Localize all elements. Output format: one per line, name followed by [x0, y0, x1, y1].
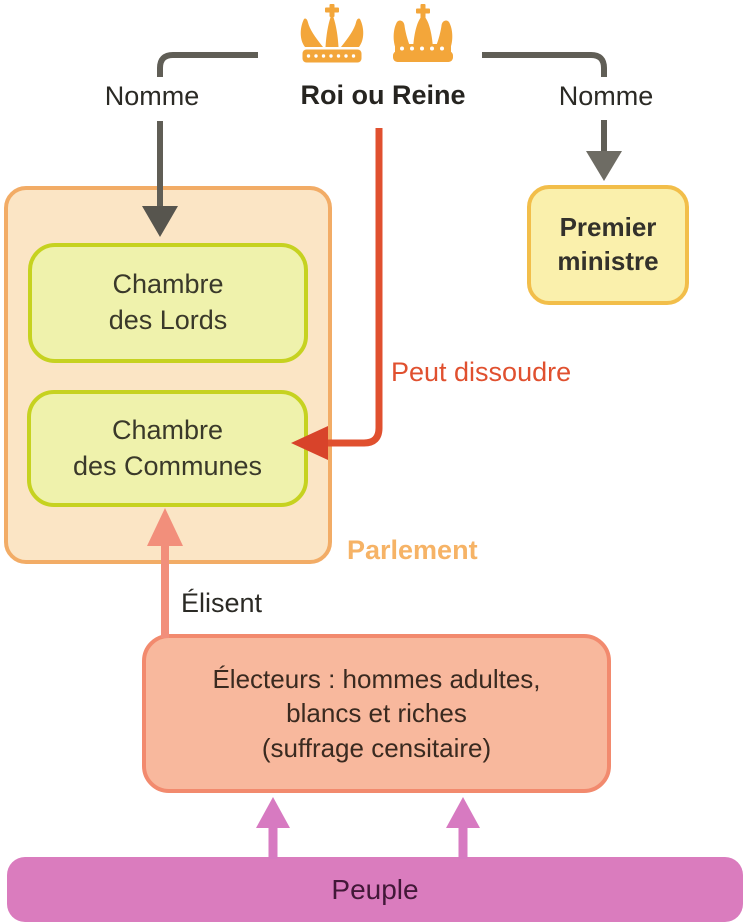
premier-ministre-line1: Premier	[559, 212, 657, 243]
electeurs-line2: blancs et riches	[286, 698, 467, 729]
premier-ministre-line2: ministre	[557, 246, 659, 276]
chambre-des-lords-line1: Chambre	[112, 269, 224, 300]
chambre-des-communes-box: Chambre des Communes	[27, 390, 308, 507]
electeurs-line3: (suffrage censitaire)	[261, 732, 492, 763]
premier-ministre-box: Premier ministre	[527, 185, 689, 305]
electeurs-line1: Électeurs : hommes adultes,	[212, 663, 541, 694]
electeurs-box: Électeurs : hommes adultes, blancs et ri…	[142, 634, 611, 793]
peuple-electeurs-arrow-right	[446, 797, 480, 859]
nomme-premier-ministre-arrow	[482, 52, 622, 181]
chambre-des-lords-box: Chambre des Lords	[28, 243, 308, 363]
chambre-des-lords-line2: des Lords	[108, 305, 228, 335]
elisent-label: Élisent	[181, 588, 263, 618]
chambre-des-communes-line1: Chambre	[111, 414, 224, 445]
chambre-des-communes-line2: des Communes	[72, 450, 263, 481]
queen-crown-icon	[393, 4, 453, 62]
peuple-label: Peuple	[331, 873, 419, 905]
monarch-title: Roi ou Reine	[300, 80, 466, 110]
parlement-label: Parlement	[347, 535, 478, 565]
peut-dissoudre-label: Peut dissoudre	[391, 357, 572, 387]
peuple-box: Peuple	[7, 857, 743, 922]
peuple-electeurs-arrow-left	[256, 797, 290, 859]
king-crown-icon	[300, 4, 364, 63]
nomme-left-label: Nomme	[104, 81, 200, 111]
nomme-right-label: Nomme	[558, 81, 654, 111]
